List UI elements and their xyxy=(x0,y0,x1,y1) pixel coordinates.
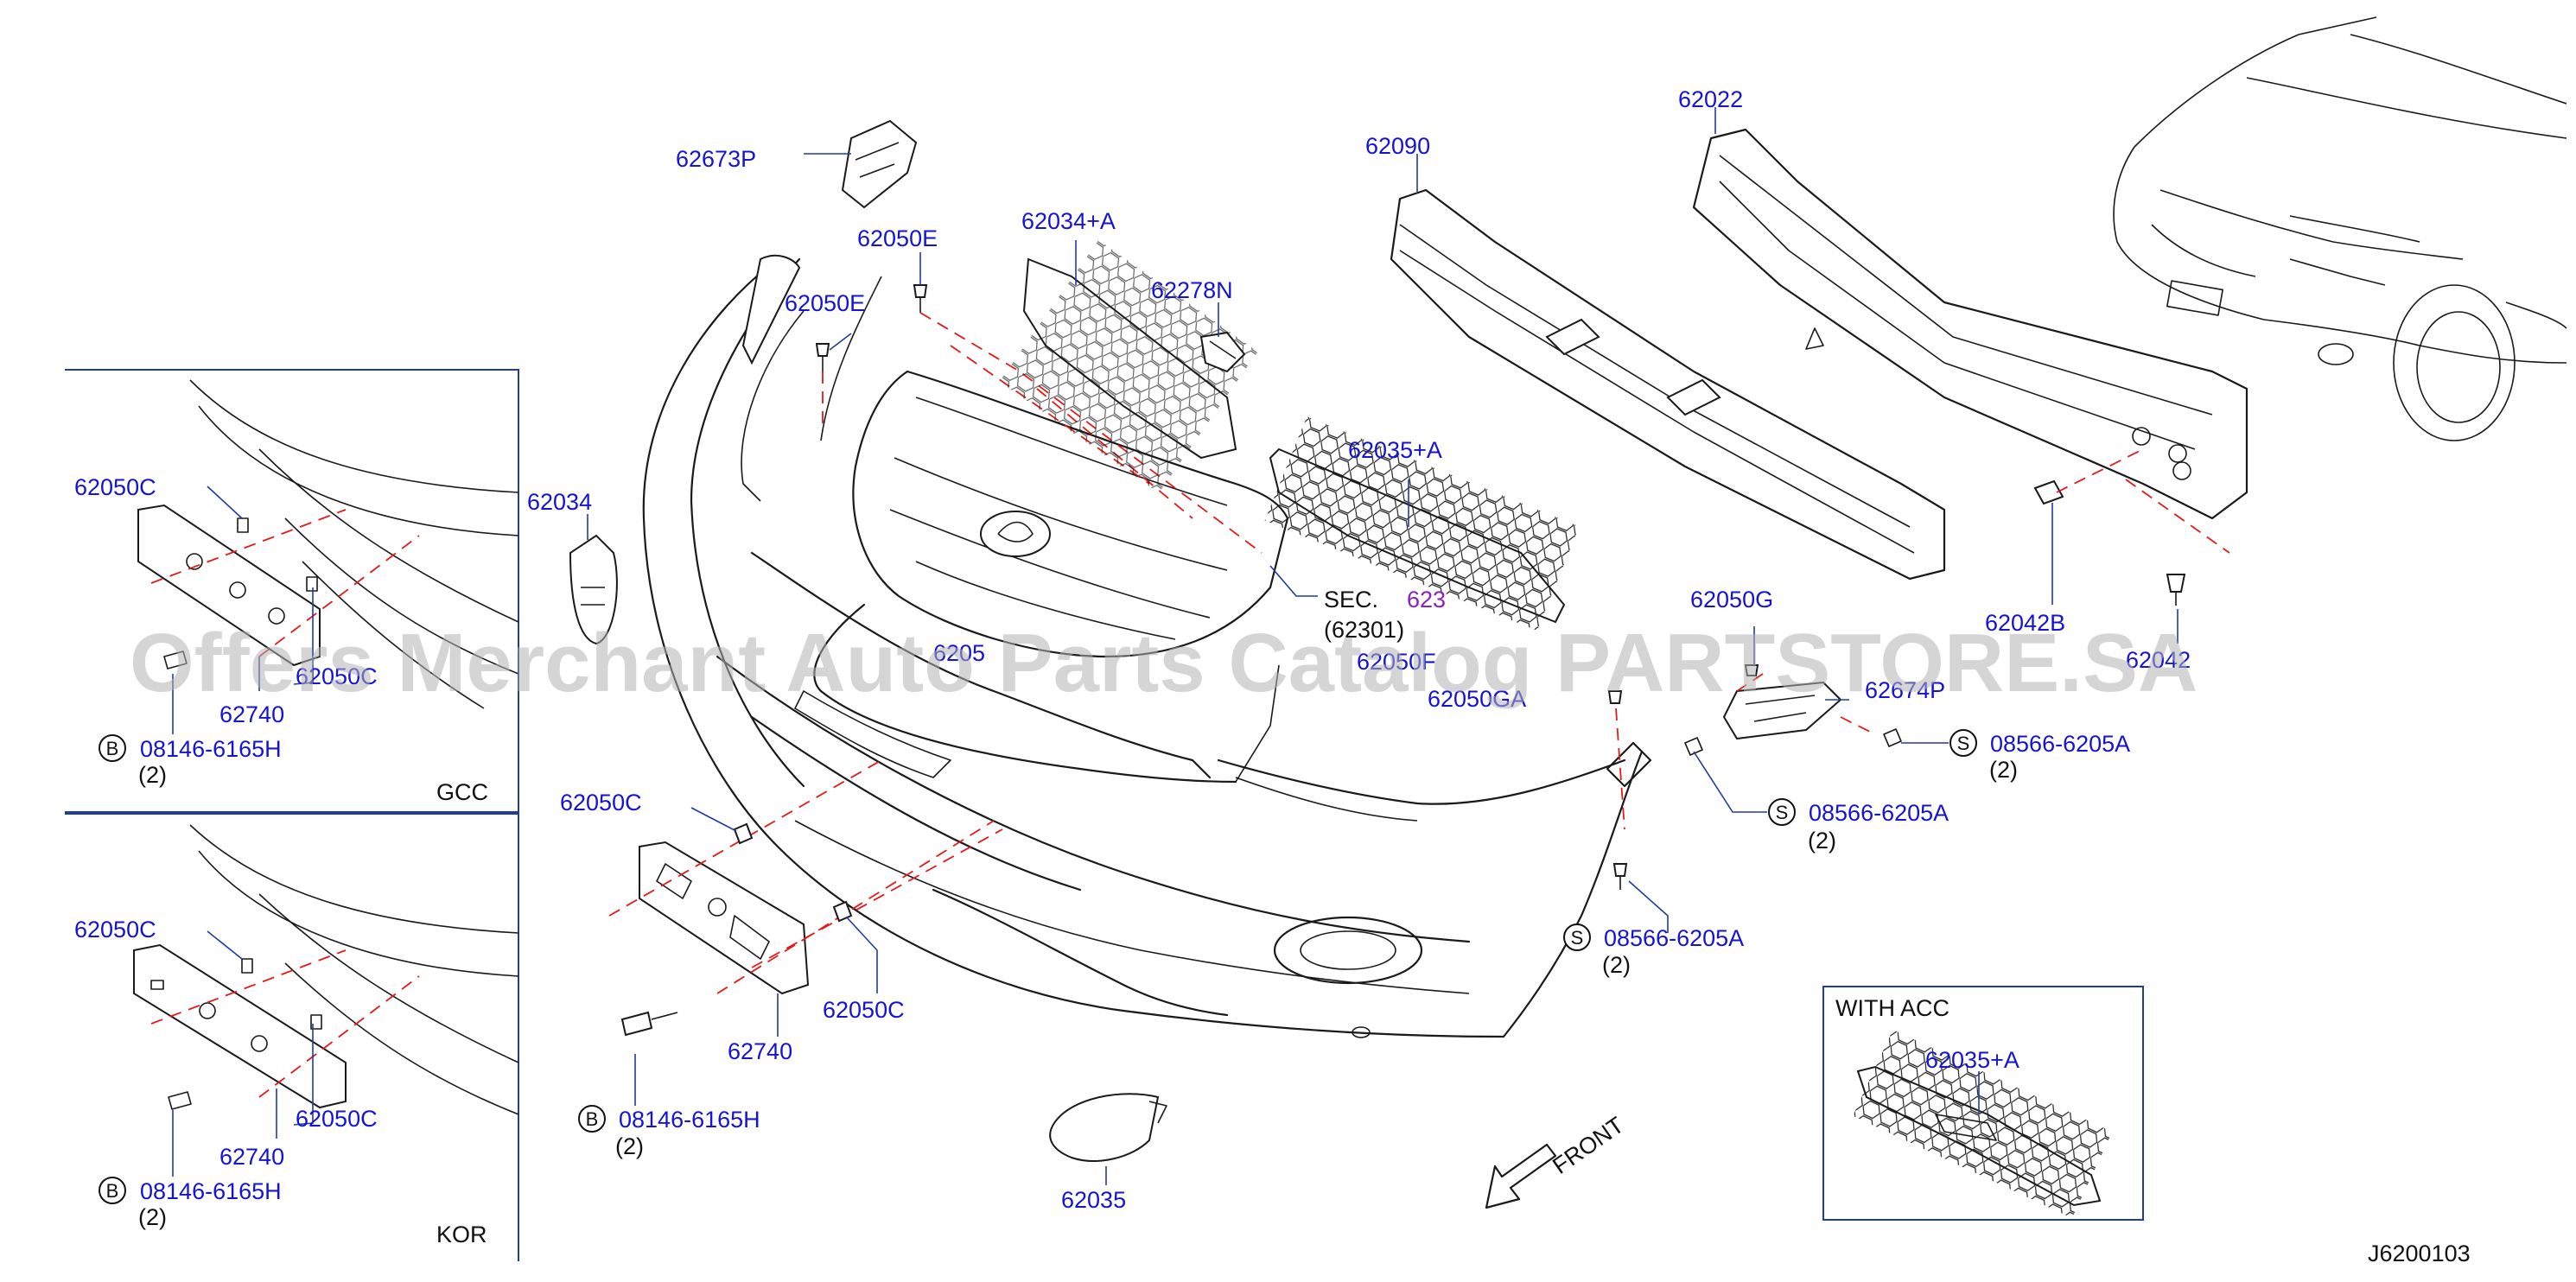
label-62050E-b: 62050E xyxy=(785,290,865,316)
grille-emblem xyxy=(980,511,1051,557)
vehicle-silhouette xyxy=(2113,16,2567,441)
s-marker-right-a-text: S xyxy=(1957,733,1970,754)
callout-qty-kor: (2) xyxy=(138,1204,167,1230)
license-plate-bracket-main xyxy=(608,759,1003,1106)
b-marker-gcc xyxy=(99,734,126,762)
b-marker-main xyxy=(578,1105,606,1133)
label-62035: 62035 xyxy=(1061,1187,1126,1213)
emblem-mount xyxy=(1273,916,1423,985)
variant-gcc: GCC xyxy=(436,779,488,805)
label-62042: 62042 xyxy=(2126,647,2191,673)
variant-kor: KOR xyxy=(436,1222,487,1247)
label-62740-kor: 62740 xyxy=(219,1144,284,1170)
section-ref-code: (62301) xyxy=(1324,617,1404,643)
callout-code-kor: 08146-6165H xyxy=(140,1178,282,1204)
label-62035A: 62035+A xyxy=(1348,437,1442,463)
callout-code-bottom: 08566-6205A xyxy=(1604,925,1744,951)
label-62050C-main-bot: 62050C xyxy=(823,997,905,1023)
label-62050F: 62050F xyxy=(1357,649,1436,675)
label-62740-main: 62740 xyxy=(728,1038,792,1064)
s-marker-right-b xyxy=(1768,798,1796,826)
callout-code-right-b: 08566-6205A xyxy=(1809,800,1949,826)
label-62022: 62022 xyxy=(1678,86,1743,112)
b-marker-main-text: B xyxy=(586,1108,599,1130)
label-62673P: 62673P xyxy=(676,146,756,172)
s-marker-bottom xyxy=(1563,923,1591,951)
label-62278N: 62278N xyxy=(1151,277,1233,303)
part-62034 xyxy=(569,514,618,645)
callout-qty-gcc: (2) xyxy=(138,762,167,788)
front-label: FRONT xyxy=(1548,1112,1628,1179)
watermark: Offers Merchant Auto Parts Catalog PARTS… xyxy=(130,617,2198,709)
b-marker-kor-text: B xyxy=(106,1180,119,1202)
s-marker-right-b-text: S xyxy=(1776,802,1789,823)
callout-code-main: 08146-6165H xyxy=(619,1107,760,1133)
label-62042B: 62042B xyxy=(1985,610,2065,636)
label-62740-gcc: 62740 xyxy=(219,701,284,727)
label-62050C-gcc-a: 62050C xyxy=(74,474,156,500)
callout-qty-main: (2) xyxy=(615,1133,644,1159)
label-62050C-kor-a: 62050C xyxy=(74,917,156,942)
section-ref-number: 623 xyxy=(1407,587,1446,612)
part-62035A-main xyxy=(1264,416,1580,631)
label-62050C-main-top: 62050C xyxy=(560,790,642,816)
label-62050C-kor-b: 62050C xyxy=(296,1106,378,1132)
license-plate-bracket-kor xyxy=(133,943,347,1109)
callout-qty-right-b: (2) xyxy=(1808,828,1836,854)
label-62035A-acc: 62035+A xyxy=(1925,1047,2019,1073)
callout-qty-right-a: (2) xyxy=(1989,757,2018,783)
part-labels: 62673P 62050E 62050E 62034+A 62278N 6209… xyxy=(527,86,2191,1213)
part-62090 xyxy=(1390,154,1946,581)
label-62674P: 62674P xyxy=(1865,677,1945,703)
label-62034: 62034 xyxy=(527,489,592,515)
b-marker-gcc-text: B xyxy=(106,738,119,759)
section-ref-sec: SEC. xyxy=(1324,587,1378,612)
variant-with-acc: WITH ACC xyxy=(1835,995,1949,1021)
front-direction-arrow: FRONT xyxy=(1485,1112,1629,1209)
label-62050G: 62050G xyxy=(1690,587,1773,612)
label-62090: 62090 xyxy=(1365,133,1430,159)
part-62035-fog-cover xyxy=(1049,1093,1167,1185)
diagram-code: J6200103 xyxy=(2368,1241,2471,1266)
inset-kor: 62050C 62050C 62740 B 08146-6165H (2) KO… xyxy=(65,813,519,1261)
s-marker-bottom-text: S xyxy=(1571,927,1584,949)
part-62673P xyxy=(804,119,918,209)
label-62034A: 62034+A xyxy=(1021,208,1116,234)
part-62034A xyxy=(999,239,1258,493)
callout-code-gcc: 08146-6165H xyxy=(140,736,282,762)
b-marker-kor xyxy=(99,1177,126,1204)
label-62050E-a: 62050E xyxy=(857,225,938,251)
right-brackets xyxy=(1607,448,2230,933)
label-62050GA: 62050GA xyxy=(1428,686,1526,712)
label-6205: 6205 xyxy=(933,640,985,666)
callout-code-right-a: 08566-6205A xyxy=(1990,731,2130,757)
s-marker-right-a xyxy=(1949,729,1977,757)
part-62022 xyxy=(1692,107,2248,520)
fastener-callouts: B 08146-6165H (2) S 08566-6205A (2) S 08… xyxy=(578,729,2130,1159)
part-62278N xyxy=(1199,302,1246,373)
callout-qty-bottom: (2) xyxy=(1602,952,1631,978)
license-plate-bracket-gcc xyxy=(137,504,321,667)
inset-gcc: 62050C 62050C 62740 B 08146-6165H (2) GC… xyxy=(65,369,519,813)
inset-with-acc: WITH ACC 62035+A xyxy=(1822,986,2144,1221)
label-62050C-gcc-b: 62050C xyxy=(296,663,378,689)
